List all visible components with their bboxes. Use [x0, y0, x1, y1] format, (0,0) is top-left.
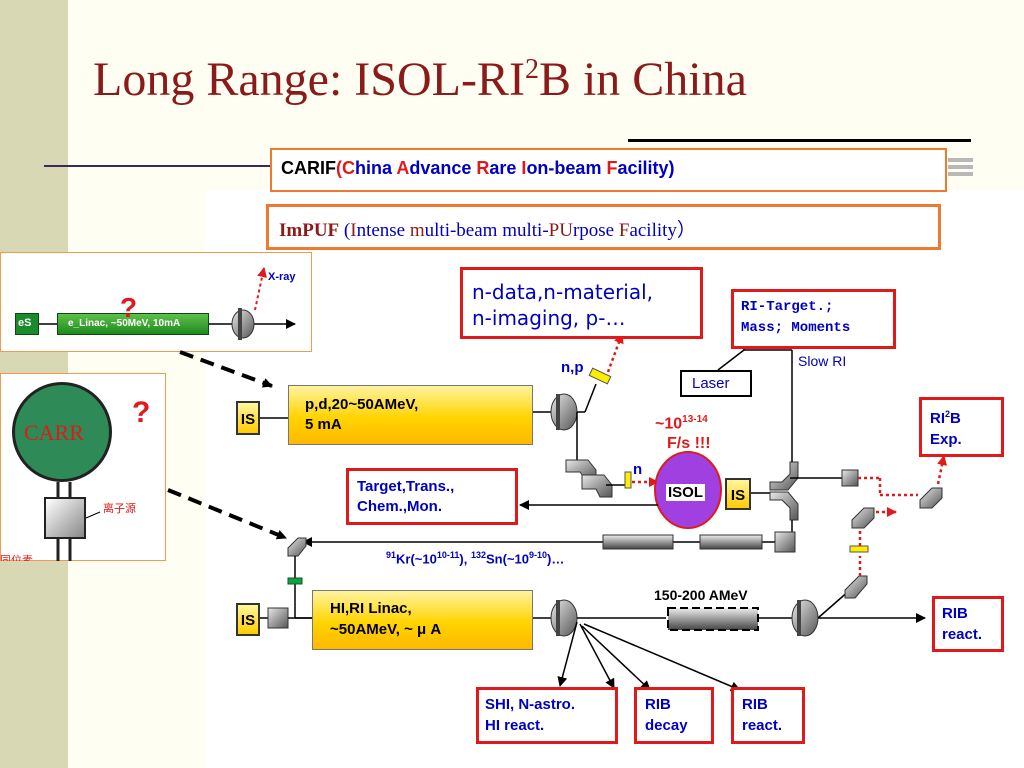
deco-line-left — [44, 165, 276, 167]
pd-linac-text: p,d,20~50AMeV,5 mA — [305, 396, 419, 433]
impuf-box — [266, 204, 941, 250]
ion-source-label: 离子源 — [103, 503, 136, 515]
deco-bars-right — [948, 158, 973, 178]
beam-intensities: 91Kr(~1010-11), 132Sn(~109-10)… — [386, 550, 565, 567]
hi-linac-box — [312, 590, 533, 650]
carif-box — [270, 148, 947, 192]
target-trans-box — [346, 468, 518, 525]
inset-question-2: ? — [132, 396, 151, 429]
slide-title: Long Range: ISOL-RI2B in China — [93, 53, 747, 106]
elinac-box — [57, 313, 209, 335]
is-box-top: IS — [236, 401, 260, 435]
shi-text: SHI, N-astro.HI react. — [485, 696, 576, 734]
isotope-label: 同位素 — [0, 555, 33, 561]
ndata-text: n-data,n-material,n-imaging, p-… — [472, 280, 654, 330]
rib-decay-box — [634, 687, 714, 744]
laser-label: Laser — [692, 375, 730, 392]
laser-box — [680, 370, 752, 397]
is-box-bottom: IS — [236, 603, 260, 636]
inset-question-1: ? — [120, 292, 138, 323]
energy-label: 150-200 AMeV — [654, 587, 748, 603]
np-label: n,p — [561, 359, 584, 376]
ri2b-exp-box — [919, 397, 1004, 457]
carif-text: CARIF(China Advance Rare Ion-beam Facili… — [281, 158, 675, 178]
fission-rate: ~1013-14 F/s !!! — [655, 414, 711, 453]
es-box — [15, 313, 39, 335]
inset-elinac-line — [39, 267, 296, 340]
rib-react-bottom-box — [731, 687, 805, 744]
ritarget-text: RI-Target.;Mass; Moments — [741, 299, 851, 336]
rib-react-right-box — [932, 596, 1004, 652]
carr-label: CARR — [24, 420, 84, 445]
shi-box — [476, 687, 618, 744]
ndata-box — [460, 267, 703, 339]
is-box-isol: IS — [725, 478, 751, 510]
inset-carr-stems — [56, 482, 101, 561]
hi-linac-text: HI,RI Linac,~50AMeV, ~ μ A — [330, 600, 442, 638]
slow-ri-label: Slow RI — [798, 353, 847, 369]
deco-line-top-right — [628, 139, 971, 142]
xray-label: X-ray — [268, 271, 296, 283]
carr-reactor-circle — [12, 382, 112, 482]
ri2b-exp-text: RI2B Exp. — [930, 409, 962, 448]
carr-source-box — [44, 497, 86, 539]
target-trans-text: Target,Trans.,Chem.,Mon. — [357, 478, 455, 515]
isol-label: ISOL — [666, 484, 706, 501]
ritarget-box — [731, 289, 896, 349]
pd-linac-box — [288, 385, 533, 445]
elinac-label: e_Linac, ~50MeV, 10mA — [68, 318, 181, 329]
es-label: eS — [18, 317, 32, 329]
n-label: n — [633, 461, 643, 478]
impuf-text: ImPUF (Intense multi-beam multi-PUrpose … — [279, 220, 696, 241]
